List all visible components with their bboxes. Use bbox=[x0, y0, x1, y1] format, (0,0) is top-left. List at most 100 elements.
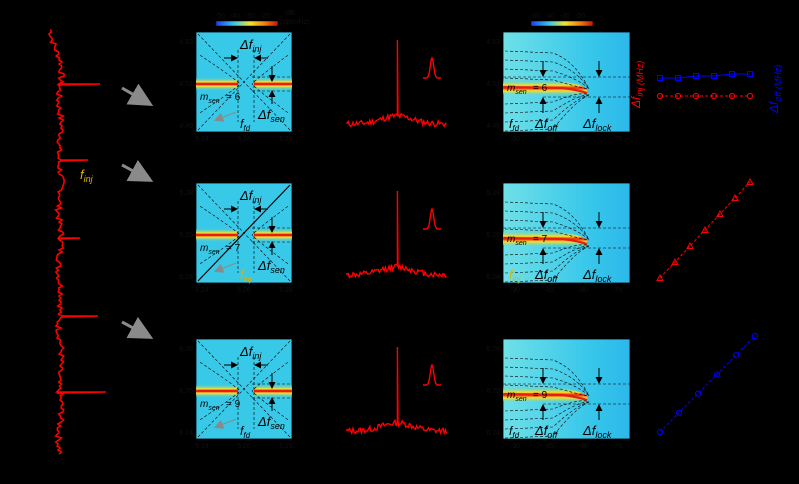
colorbar-tick-label: -50 bbox=[530, 13, 540, 20]
map-x-tick: -75 bbox=[612, 136, 622, 143]
map-core bbox=[502, 392, 588, 402]
right-trend-charts bbox=[656, 71, 759, 436]
colorbar-unit-top: dB bbox=[286, 10, 295, 17]
lock-contour bbox=[504, 77, 590, 90]
bottom-left-freq-label: ffd bbox=[509, 424, 520, 440]
lock-contour bbox=[504, 384, 590, 397]
m-sen-label: msen bbox=[507, 234, 527, 247]
trend-point bbox=[693, 73, 699, 79]
trend-point bbox=[701, 225, 709, 233]
map-x-tick: -75 bbox=[612, 287, 622, 294]
f-inj-label: finj bbox=[80, 167, 94, 184]
lock-contour bbox=[504, 375, 590, 397]
map-x-tick: -85 bbox=[544, 136, 554, 143]
map-curve bbox=[199, 205, 241, 236]
trend-point bbox=[746, 92, 754, 100]
map-x-tick: -90 bbox=[510, 287, 520, 294]
delta-f-lock-label: Δflock bbox=[582, 423, 612, 440]
m-sen-label: msen bbox=[200, 243, 220, 256]
trend-point bbox=[656, 428, 664, 436]
map-x-tick: -85 bbox=[544, 287, 554, 294]
delta-f-off-label: Δfoff bbox=[534, 267, 559, 284]
map-y-tick: 4.51 bbox=[179, 81, 193, 88]
map-x-tick: 5.24 bbox=[195, 136, 209, 143]
map-y-tick: 6.74 bbox=[486, 430, 500, 437]
m-sen-label: msen bbox=[507, 390, 527, 403]
map-curve bbox=[251, 83, 289, 114]
map-y-tick: 4.53 bbox=[179, 39, 193, 46]
trend-point bbox=[692, 92, 700, 100]
map-curve bbox=[199, 54, 241, 85]
delta-f-sen-label: Δfsen bbox=[257, 414, 285, 431]
lock-contour bbox=[504, 245, 590, 274]
m-sen-value: = 9 bbox=[226, 399, 241, 410]
trend-point bbox=[674, 92, 682, 100]
delta-f-inj-axis-label: Δfinj (MHz) bbox=[629, 61, 645, 109]
trend-point bbox=[728, 92, 736, 100]
guide-freq-label: ffd bbox=[240, 424, 251, 440]
delta-f-off-label: Δfoff bbox=[534, 423, 559, 440]
map-curve bbox=[251, 390, 289, 421]
map-x-tick: 5.28 bbox=[279, 443, 293, 450]
colorbar-tick-label: -20 bbox=[575, 13, 585, 20]
map-core bbox=[502, 236, 588, 246]
map-x-tick: -90 bbox=[510, 443, 520, 450]
left-spectrum: finj bbox=[47, 29, 107, 455]
trend-point bbox=[675, 75, 681, 81]
map-x-tick: 5.28 bbox=[279, 136, 293, 143]
map-curve bbox=[251, 205, 289, 236]
right-axis-labels: Δfinj (MHz) Δfoff (MHz) bbox=[629, 61, 783, 114]
map-curve bbox=[199, 234, 241, 265]
map-x-tick: -90 bbox=[510, 136, 520, 143]
trend-point bbox=[711, 73, 717, 79]
trend-point bbox=[686, 241, 694, 249]
trend-point bbox=[731, 193, 739, 201]
guide-arrow-row2 bbox=[121, 159, 154, 182]
trend-point bbox=[671, 257, 679, 265]
map-x-tick: -75 bbox=[612, 443, 622, 450]
map-x-tick: 5.28 bbox=[279, 287, 293, 294]
colorbar-left: -50-40-30-20 dB (dBm/Hz) bbox=[215, 10, 310, 27]
map-curve bbox=[199, 390, 241, 421]
map-x-tick: 5.26 bbox=[237, 443, 251, 450]
spectrum-trace bbox=[346, 190, 447, 279]
m-sen-value: = 7 bbox=[533, 234, 548, 245]
colorbar-tick-label: -20 bbox=[260, 13, 270, 20]
map-y-tick: 5.28 bbox=[486, 190, 500, 197]
delta-f-lock-label: Δflock bbox=[582, 267, 612, 284]
map-x-tick: 5.26 bbox=[237, 136, 251, 143]
map-core bbox=[502, 85, 588, 95]
trend-point bbox=[694, 390, 702, 397]
lock-contour bbox=[504, 68, 590, 90]
map-x-tick: -85 bbox=[544, 443, 554, 450]
map-curve bbox=[199, 83, 241, 114]
lock-contour bbox=[504, 219, 590, 241]
guide-arrow-row1 bbox=[121, 83, 154, 106]
trend-line bbox=[660, 73, 750, 79]
map-y-tick: 4.53 bbox=[486, 39, 500, 46]
colorbar-tick-label: -30 bbox=[245, 13, 255, 20]
guide-arrows bbox=[121, 83, 154, 339]
bottom-left-freq-label: finj bbox=[509, 268, 521, 284]
spectrum-trace bbox=[346, 39, 447, 128]
delta-f-inj-label: Δfinj bbox=[239, 344, 262, 361]
spectrum-trace bbox=[346, 346, 448, 436]
delta-f-inj-label: Δfinj bbox=[239, 188, 262, 205]
map-y-tick: 5.24 bbox=[179, 274, 193, 281]
delta-f-inj-label: Δfinj bbox=[239, 37, 262, 54]
lock-contour bbox=[504, 401, 590, 421]
trend-point bbox=[656, 92, 664, 100]
map-x-tick: -80 bbox=[578, 136, 588, 143]
colorbar-tick-label: -30 bbox=[560, 13, 570, 20]
spectrum-3 bbox=[346, 346, 448, 436]
spectrum-inset-peak bbox=[423, 56, 441, 79]
map-curve bbox=[251, 361, 289, 392]
